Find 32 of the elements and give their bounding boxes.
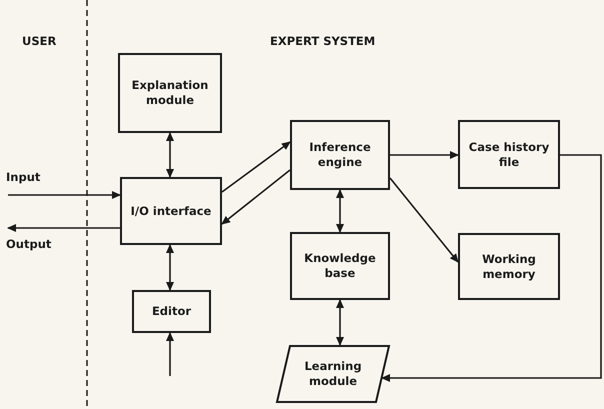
arrow: [389, 178, 459, 263]
parallelogram-box: [276, 345, 390, 403]
arrow: [166, 332, 174, 376]
node-text: Inference engine: [308, 140, 372, 170]
arrow: [221, 169, 290, 225]
node-text: Working memory: [481, 252, 537, 282]
node-text: Input: [6, 170, 40, 185]
process-box: [458, 120, 560, 189]
node-text: I/O interface: [130, 204, 212, 218]
node-text: Knowledge base: [303, 251, 377, 281]
section-label: EXPERT SYSTEM: [270, 34, 376, 48]
process-box: [458, 233, 560, 300]
arrow: [222, 141, 291, 193]
process-box: [290, 232, 390, 300]
arrow: [166, 244, 174, 291]
node-text: Case history file: [468, 140, 550, 170]
arrow: [381, 154, 602, 382]
node-text: Learning module: [303, 359, 363, 389]
arrow: [7, 224, 120, 232]
node-text: Output: [6, 237, 52, 252]
node-text: Editor: [150, 304, 192, 319]
node-text: Explanation module: [130, 78, 210, 108]
section-label: USER: [22, 34, 56, 48]
process-box: [118, 53, 222, 133]
arrow: [390, 151, 459, 159]
arrow: [166, 132, 174, 178]
process-box: [290, 120, 390, 190]
arrow: [336, 189, 344, 233]
process-box: [132, 290, 211, 333]
arrow: [336, 299, 344, 346]
process-box: [120, 177, 222, 245]
arrow: [8, 191, 121, 199]
